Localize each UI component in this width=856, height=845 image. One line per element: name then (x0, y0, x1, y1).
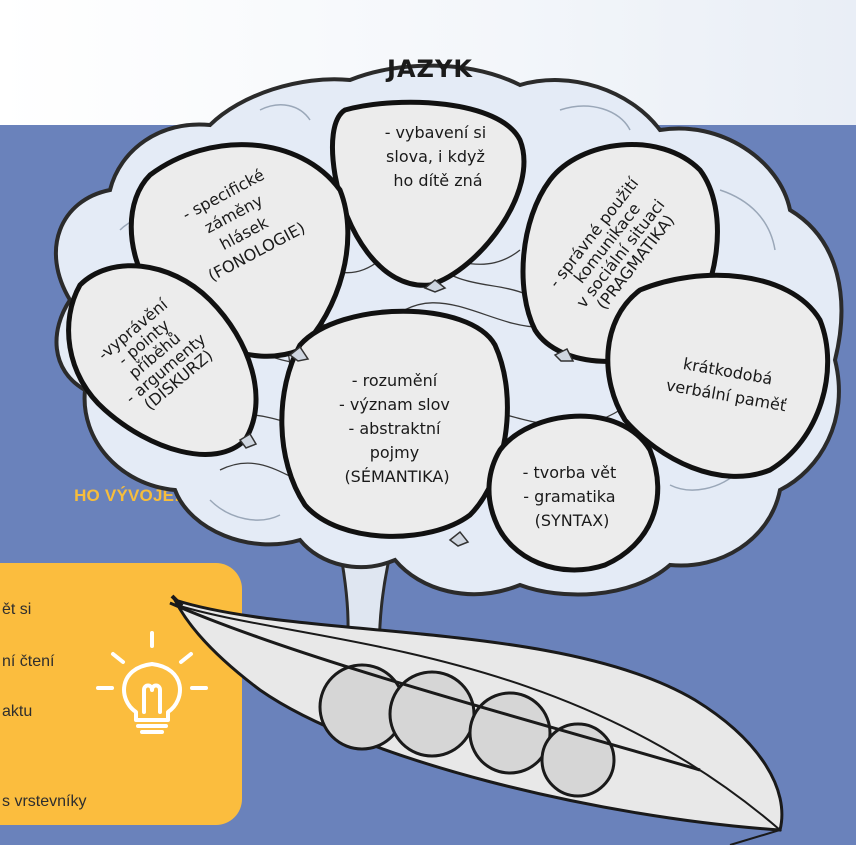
lobe-semantika-shape (279, 308, 510, 539)
lobe-text-line: ho dítě zná (393, 171, 482, 190)
lightbulb-icon (96, 631, 208, 734)
lobe-text-line: (SÉMANTIKA) (344, 467, 449, 486)
lobe-connectors (238, 279, 575, 547)
lobe-text-line: - gramatika (523, 487, 615, 506)
lobe-text-line: - význam slov (339, 395, 450, 414)
lobe-text-line: - tvorba vět (523, 463, 617, 482)
lobe-text-line: - abstraktní (348, 419, 440, 438)
lobe-text-line: - rozumění (352, 371, 438, 390)
lobe-semantika-text: - rozumění - význam slov - abstraktní po… (339, 371, 455, 486)
diagram-title: JAZYK (385, 55, 473, 83)
lobe-syntax-shape (486, 413, 661, 573)
lobe-vybaveni-shape (329, 99, 527, 288)
tip-item: ět si (2, 601, 32, 618)
tip-item: aktu (2, 703, 33, 720)
section-heading: HO VÝVOJE: (74, 486, 180, 505)
tip-item: ní čtení (2, 653, 55, 670)
lobe-syntax-text: - tvorba vět - gramatika (SYNTAX) (523, 463, 622, 530)
pea-pod-icon (169, 594, 784, 845)
tip-item: s vrstevníky (2, 793, 87, 810)
lobe-pamet-shape (605, 272, 831, 479)
lobe-text-line: slova, i když (386, 147, 485, 166)
lobe-text-line: pojmy (370, 443, 419, 462)
lobe-text-line: (SYNTAX) (535, 511, 610, 530)
lobe-text-line: - vybavení si (385, 123, 487, 142)
lobe-vybaveni-text: - vybavení si slova, i když ho dítě zná (385, 123, 492, 190)
